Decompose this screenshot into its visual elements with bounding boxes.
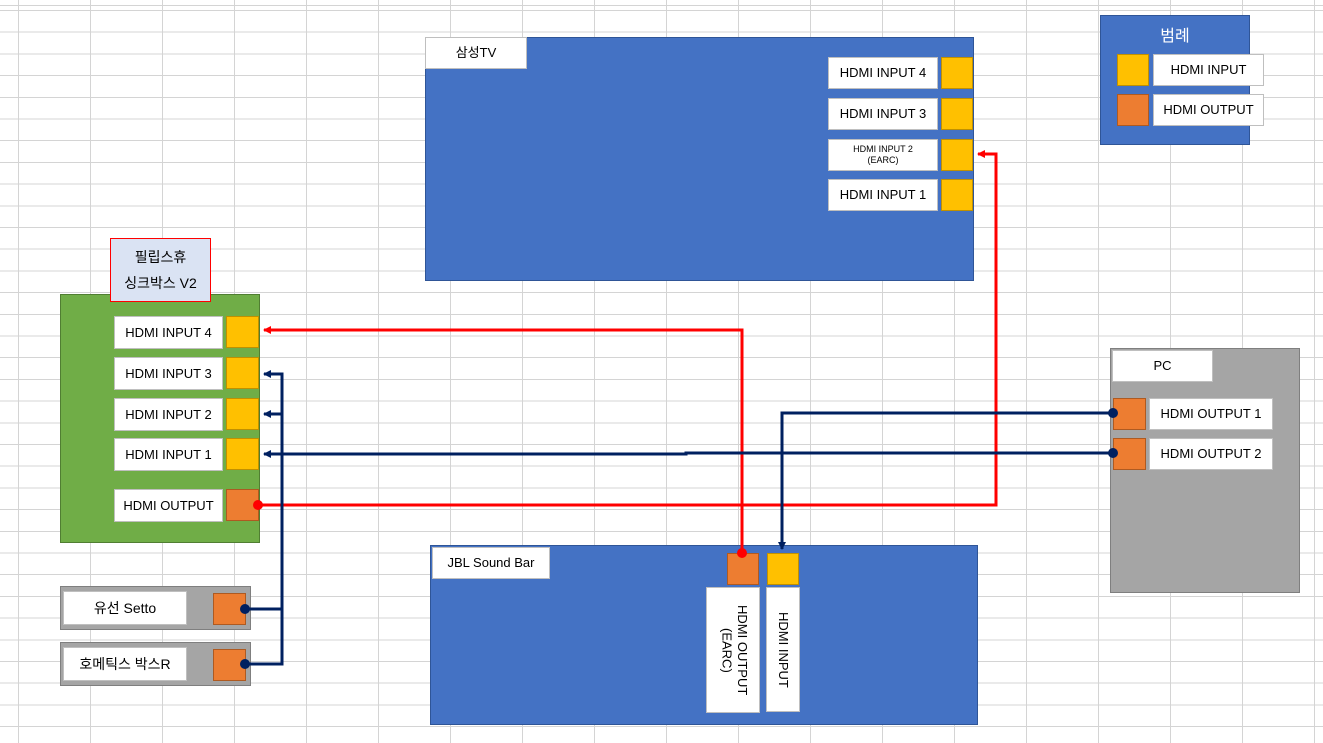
tv-port-label: HDMI INPUT 2 (EARC) bbox=[828, 139, 938, 171]
philips-port-label: HDMI OUTPUT bbox=[114, 489, 223, 522]
soundbar-title: JBL Sound Bar bbox=[432, 547, 550, 579]
line-pc1-to-soundbar bbox=[778, 411, 1113, 550]
tv-input-port bbox=[941, 98, 973, 130]
philips-input-port bbox=[226, 438, 259, 470]
soundbar-input-label-box: HDMI INPUT bbox=[766, 587, 800, 712]
philips-title-line2: 싱크박스 V2 bbox=[124, 275, 197, 291]
philips-port-label: HDMI INPUT 1 bbox=[114, 438, 223, 471]
philips-port-label: HDMI INPUT 2 bbox=[114, 398, 223, 431]
soundbar-input-label: HDMI INPUT bbox=[775, 611, 791, 688]
soundbar-input-port bbox=[767, 553, 799, 585]
homatics-title: 호메틱스 박스R bbox=[63, 647, 187, 681]
philips-input-port bbox=[226, 316, 259, 348]
tv-port-label: HDMI INPUT 3 bbox=[828, 98, 938, 130]
legend-input-label: HDMI INPUT bbox=[1153, 54, 1264, 86]
soundbar-output-label-box: HDMI OUTPUT (EARC) bbox=[706, 587, 760, 713]
legend-output-swatch bbox=[1117, 94, 1149, 126]
philips-port-label: HDMI INPUT 3 bbox=[114, 357, 223, 390]
philips-title-line1: 필립스휴 bbox=[134, 249, 187, 265]
pc-port-label: HDMI OUTPUT 2 bbox=[1149, 438, 1273, 470]
line-philips-to-tv bbox=[258, 150, 998, 507]
philips-input-port bbox=[226, 398, 259, 430]
legend-input-swatch bbox=[1117, 54, 1149, 86]
tv-input-port bbox=[941, 139, 973, 171]
philips-input-port bbox=[226, 357, 259, 389]
earc-line-soundbar-to-philips bbox=[263, 326, 744, 553]
pc-box bbox=[1110, 348, 1300, 593]
line-homatics bbox=[245, 370, 284, 666]
legend-title: 범례 bbox=[1160, 28, 1190, 45]
setto-title: 유선 Setto bbox=[63, 591, 187, 625]
legend-output-label: HDMI OUTPUT bbox=[1153, 94, 1264, 126]
tv-input-port bbox=[941, 179, 973, 211]
line-pc2-to-philips bbox=[263, 450, 1113, 458]
philips-port-label: HDMI INPUT 4 bbox=[114, 316, 223, 349]
tv-port-label: HDMI INPUT 4 bbox=[828, 57, 938, 89]
tv-title: 삼성TV bbox=[425, 37, 527, 69]
tv-input-port bbox=[941, 57, 973, 89]
philips-title: 필립스휴 싱크박스 V2 bbox=[110, 238, 211, 302]
soundbar-output-label: HDMI OUTPUT (EARC) bbox=[719, 604, 750, 696]
tv-port-label: HDMI INPUT 1 bbox=[828, 179, 938, 211]
pc-port-label: HDMI OUTPUT 1 bbox=[1149, 398, 1273, 430]
pc-title: PC bbox=[1112, 350, 1213, 382]
